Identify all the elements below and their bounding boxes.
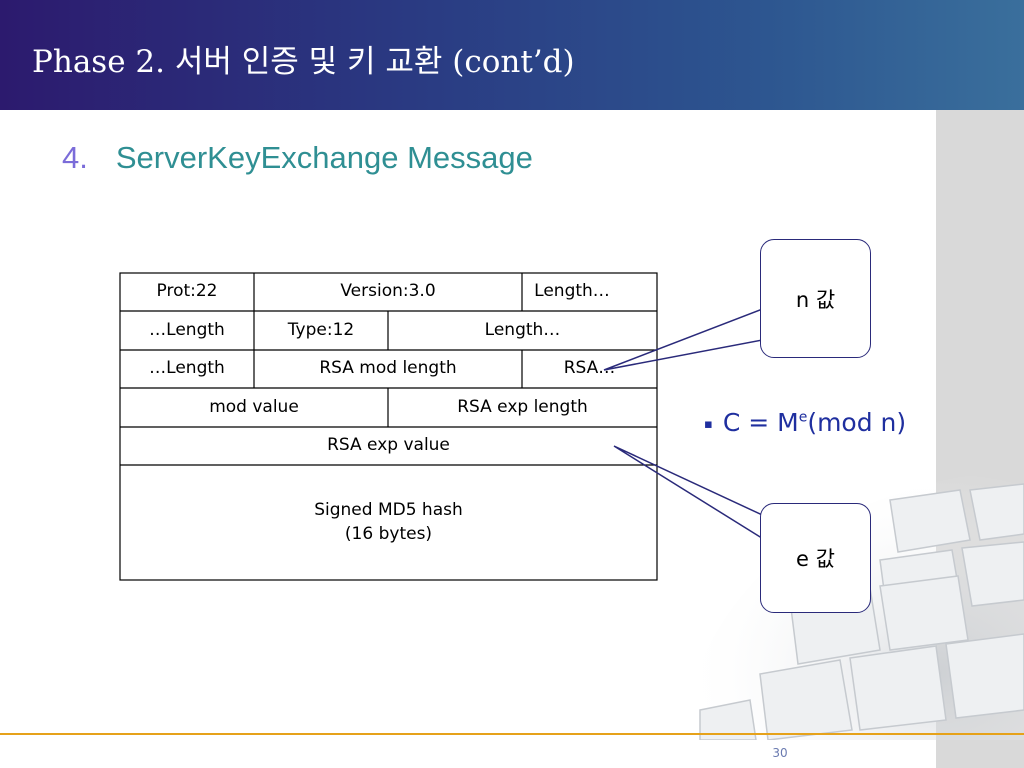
formula-prefix: C = M <box>722 408 799 437</box>
rsa-formula: ▪ C = Me(mod n) <box>704 408 906 437</box>
field-length-start: Length… <box>534 281 610 302</box>
field-version: Version:3.0 <box>340 281 436 302</box>
message-table-grid <box>119 272 658 581</box>
field-rsa-mod-start: RSA… <box>563 358 616 379</box>
field-mod-value: mod value <box>209 396 299 417</box>
field-length-end-2: …Length <box>149 358 225 379</box>
slide-title: Phase 2. 서버 인증 및 키 교환 (cont’d) <box>32 44 575 80</box>
field-signed-md5-hash: Signed MD5 hash (16 bytes) <box>120 465 657 580</box>
formula-exponent: e <box>798 409 808 426</box>
formula-suffix: (mod n) <box>807 408 907 437</box>
section-heading: 4. ServerKeyExchange Message <box>62 140 533 176</box>
n-value-callout: n 값 <box>760 239 871 358</box>
e-value-callout: e 값 <box>760 503 871 613</box>
heading-number: 4. <box>62 140 88 175</box>
signed-hash-line-2: (16 bytes) <box>344 523 433 544</box>
page-number: 30 <box>772 746 788 760</box>
callout-pointers <box>603 304 774 546</box>
n-callout-pointer <box>603 304 774 371</box>
field-rsa-mod-length: RSA mod length <box>319 358 457 379</box>
title-bar <box>0 0 1024 110</box>
field-rsa-exp-value: RSA exp value <box>327 435 450 456</box>
field-length-end: …Length <box>149 319 225 340</box>
footer-divider <box>0 733 1024 735</box>
e-callout-pointer <box>613 445 774 546</box>
field-rsa-exp-length: RSA exp length <box>457 396 588 417</box>
signed-hash-line-1: Signed MD5 hash <box>314 499 463 520</box>
heading-text: ServerKeyExchange Message <box>115 140 533 175</box>
field-length-start-2: Length… <box>484 319 561 340</box>
field-type: Type:12 <box>287 319 355 340</box>
field-prot: Prot:22 <box>156 281 218 302</box>
bullet-icon: ▪ <box>704 416 713 432</box>
